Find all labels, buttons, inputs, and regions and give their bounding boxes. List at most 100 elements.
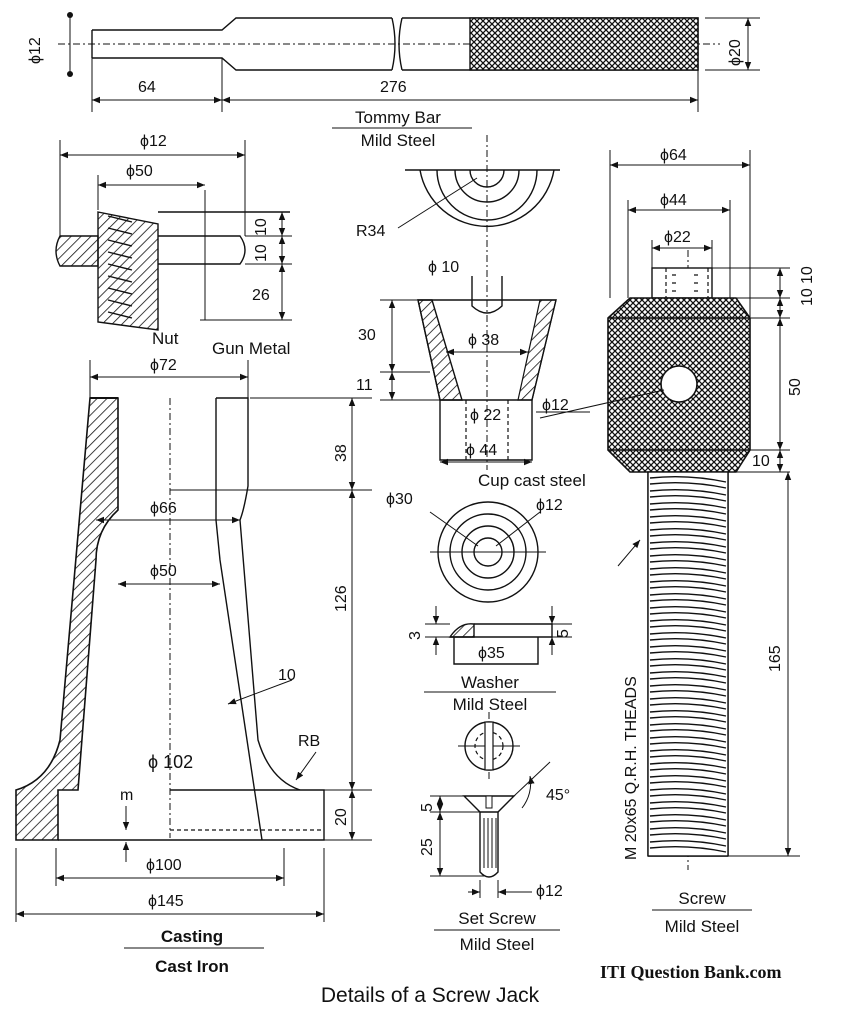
cup-d11: 11 [356,377,373,394]
screw-part: ϕ64 ϕ44 ϕ22 10 10 50 10 165 M 20x65 Q.R.… [539,147,816,936]
thread-flank [649,475,727,489]
casting-part: ϕ72 38 ϕ66 ϕ50 126 10 RB ϕ 102 m 20 ϕ100… [15,357,372,976]
tommy-bar-head-dia: ϕ20 [727,39,744,66]
thread-flank [649,709,727,723]
cup-d22: ϕ 22 [470,407,501,424]
thread-flank [649,761,727,775]
nut-name: Nut [152,329,179,348]
thread-flank [649,813,727,827]
tommy-bar-name: Tommy Bar [355,108,441,127]
casting-m: m [120,787,133,804]
tommy-bar-end-dia: ϕ12 [27,37,44,64]
screw-d10a: 10 [799,288,816,306]
tommy-bar-short-len: 64 [138,79,156,96]
thread-flank [649,605,727,619]
casting-name: Casting [161,927,223,946]
washer-outer: ϕ30 [386,491,413,508]
cup-pin-dia: ϕ 10 [428,259,459,276]
casting-d126: 126 [333,585,350,612]
thread-flank [649,553,727,567]
screw-material: Mild Steel [665,917,740,936]
tommy-bar-part: ϕ12 ϕ20 64 276 Tommy Bar Mild Steel [27,12,760,150]
screw-d44: ϕ44 [660,192,687,209]
set-screw-dia: ϕ12 [536,883,563,900]
thread-flank [649,800,727,814]
nut-dim-10a: 10 [253,218,270,236]
cup-radius: R34 [356,223,385,240]
nut-inner-dia: ϕ50 [126,163,153,180]
screw-d165: 165 [767,645,784,672]
casting-material: Cast Iron [155,957,229,976]
thread-flank [649,670,727,684]
nut-material: Gun Metal [212,339,290,358]
thread-flank [649,540,727,554]
screw-thread-spec: M 20x65 Q.R.H. THEADS [623,676,640,860]
watermark: ITI Question Bank.com [600,962,782,982]
washer-name: Washer [461,673,519,692]
set-screw-angle: 45° [546,787,570,804]
screw-d10b: 10 [799,266,816,284]
casting-d66: ϕ66 [150,500,177,517]
casting-d100: ϕ100 [146,857,182,874]
washer-inner: ϕ12 [536,497,563,514]
cup-part: R34 ϕ 10 ϕ 38 ϕ 22 ϕ 44 30 11 ϕ12 Cup ca… [356,135,590,490]
thread-flank [649,501,727,515]
nut-part: ϕ12 ϕ50 10 10 26 Nut Gun Metal [55,133,292,358]
washer-part: ϕ30 ϕ12 3 5 ϕ35 Washer Mild Steel [386,491,572,714]
cup-name: Cup cast steel [478,471,586,490]
thread-flank [649,839,727,853]
thread-flank [649,748,727,762]
thread-flank [649,579,727,593]
set-screw-d5: 5 [419,803,436,812]
thread-flank [649,618,727,632]
thread-flank [649,488,727,502]
cup-d30: 30 [358,327,376,344]
casting-d145: ϕ145 [148,893,184,910]
thread-flank [649,683,727,697]
casting-rb: RB [298,733,320,750]
screw-head-dia: ϕ64 [660,147,687,164]
nut-dim-10b: 10 [253,244,270,262]
set-screw-d25: 25 [419,838,436,856]
thread-flank [649,826,727,840]
drawing-title: Details of a Screw Jack [321,984,540,1007]
thread-flank [649,657,727,671]
set-screw-material: Mild Steel [460,935,535,954]
screw-d10c: 10 [752,453,770,470]
washer-material: Mild Steel [453,695,528,714]
screw-name: Screw [678,889,726,908]
cup-bore: ϕ 38 [468,332,499,349]
washer-dia: ϕ35 [478,645,505,662]
screw-threads [649,475,727,853]
thread-flank [649,566,727,580]
cup-side: ϕ12 [542,397,569,414]
casting-d102: ϕ 102 [148,752,193,772]
thread-flank [649,722,727,736]
casting-d72: ϕ72 [150,357,177,374]
thread-flank [649,644,727,658]
nut-dim-26: 26 [252,287,270,304]
thread-flank [649,631,727,645]
thread-flank [649,696,727,710]
thread-flank [649,735,727,749]
casting-d38: 38 [333,444,350,462]
thread-flank [649,514,727,528]
thread-flank [649,592,727,606]
casting-d20: 20 [333,808,350,826]
washer-t5: 5 [555,629,572,638]
casting-d50: ϕ50 [150,563,177,580]
screw-d50: 50 [787,378,804,396]
set-screw-name: Set Screw [458,909,536,928]
tommy-bar-material: Mild Steel [361,131,436,150]
nut-outer-dia: ϕ12 [140,133,167,150]
thread-flank [649,774,727,788]
casting-d10: 10 [278,667,296,684]
washer-thk: 3 [407,631,424,640]
screw-d22: ϕ22 [664,229,691,246]
set-screw-part: 45° 5 25 ϕ12 Set Screw Mild Steel [419,712,570,954]
tommy-bar-long-len: 276 [380,79,407,96]
thread-flank [649,787,727,801]
thread-flank [649,527,727,541]
cup-base: ϕ 44 [466,442,497,459]
